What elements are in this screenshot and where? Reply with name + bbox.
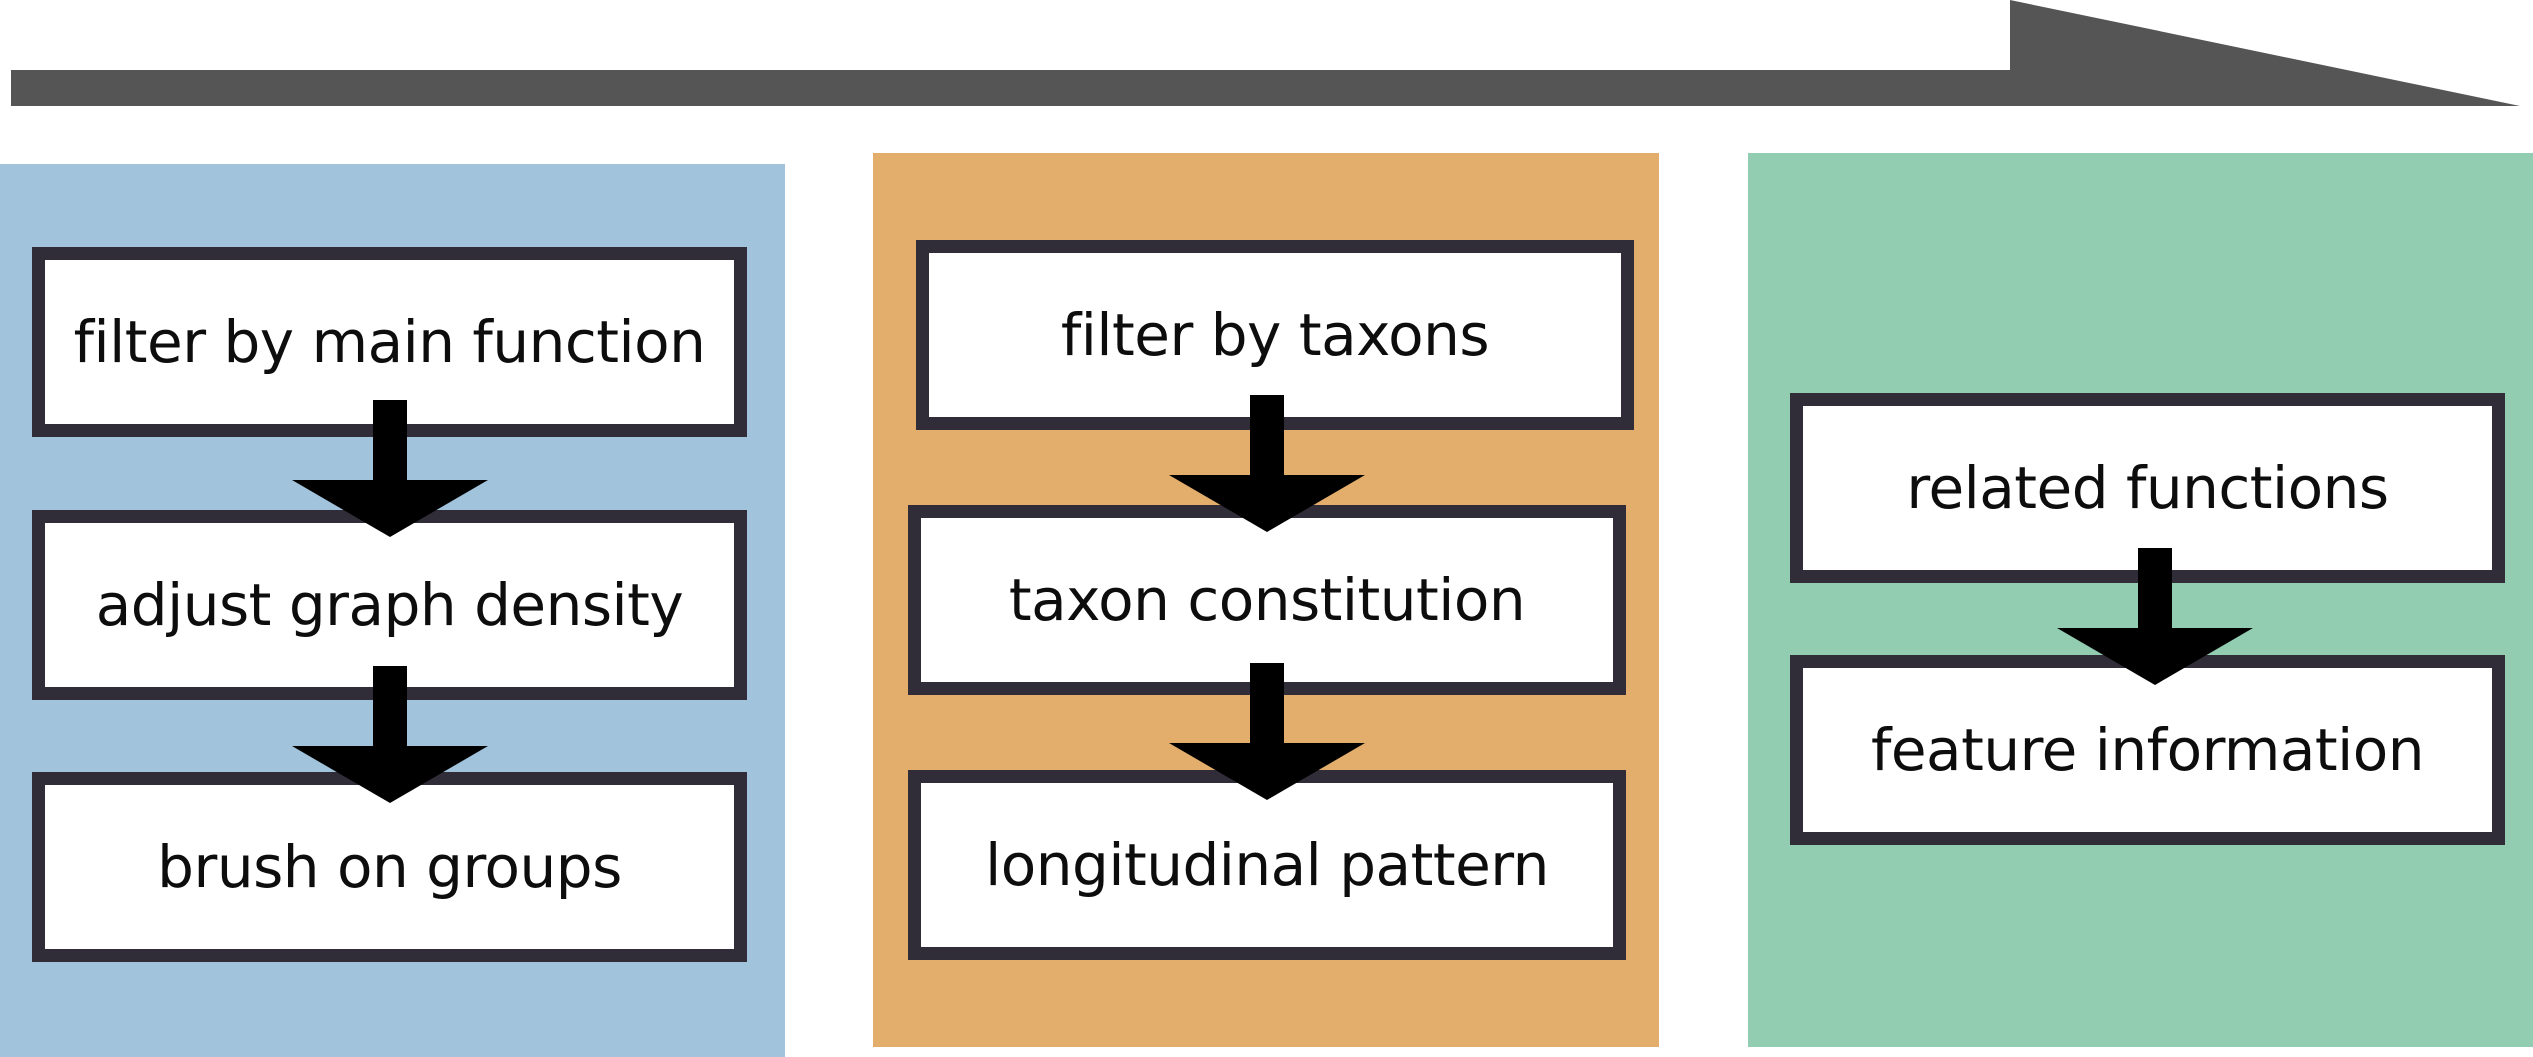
step-brush-on-groups: brush on groups (32, 772, 747, 962)
step-taxon-constitution: taxon constitution (908, 505, 1626, 695)
step-feature-information: feature information (1790, 655, 2505, 845)
step-label: longitudinal pattern (985, 831, 1549, 899)
flow-arrow-down (292, 666, 488, 803)
step-label: taxon constitution (1008, 566, 1526, 634)
step-label: related functions (1906, 454, 2389, 522)
step-label: feature information (1870, 716, 2425, 784)
flow-arrow-down (1169, 663, 1365, 800)
timeline-arrow (11, 0, 2520, 106)
step-filter-by-main-function: filter by main function (32, 247, 747, 437)
flow-arrow-down (1169, 395, 1365, 532)
step-label: filter by main function (73, 308, 706, 376)
step-label: adjust graph density (95, 571, 684, 639)
timeline-arrow-shape (11, 0, 2520, 106)
flow-arrow-down (2057, 548, 2253, 685)
step-label: filter by taxons (1060, 301, 1490, 369)
flow-arrow-down (292, 400, 488, 537)
step-longitudinal-pattern: longitudinal pattern (908, 770, 1626, 960)
step-label: brush on groups (157, 833, 622, 901)
